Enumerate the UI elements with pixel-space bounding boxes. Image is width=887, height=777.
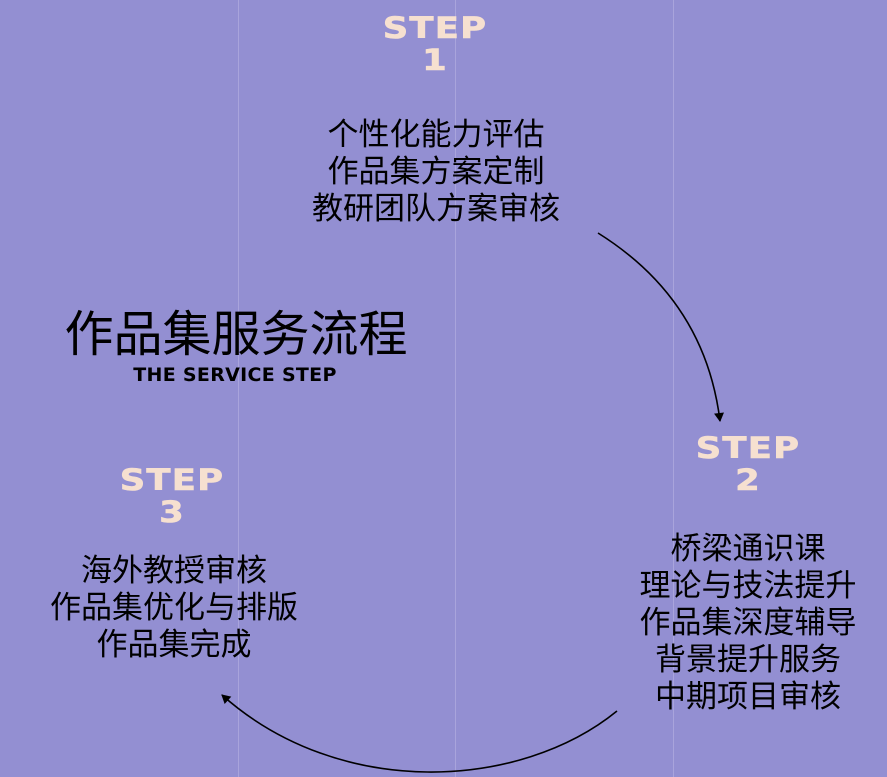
gridline-3: [673, 0, 674, 777]
step-2-number: 2: [735, 463, 761, 497]
step-3-items: 海外教授审核 作品集优化与排版 作品集完成: [24, 553, 324, 664]
step-2-item: 作品集深度辅导: [639, 605, 857, 641]
page-subtitle: THE SERVICE STEP: [133, 364, 337, 386]
step-2-label: STEP: [695, 431, 801, 465]
step-3-item: 海外教授审核: [81, 553, 267, 589]
page-title: 作品集服务流程: [64, 306, 408, 363]
step-1-items: 个性化能力评估 作品集方案定制 教研团队方案审核: [286, 117, 586, 228]
step-1-heading: STEP 1: [362, 11, 508, 77]
arrow-step1-to-step2: [597, 232, 724, 422]
step-2-item: 桥梁通识课: [670, 531, 826, 567]
step-2-item: 理论与技法提升: [639, 568, 857, 604]
step-3-heading: STEP 3: [99, 463, 245, 529]
step-1-item: 作品集方案定制: [327, 154, 545, 190]
step-2-heading: STEP 2: [675, 431, 821, 497]
step-3-item: 作品集优化与排版: [50, 590, 298, 626]
step-1-item: 个性化能力评估: [327, 117, 545, 153]
step-2-item: 背景提升服务: [655, 642, 841, 678]
step-1-item: 教研团队方案审核: [312, 191, 560, 227]
step-2-items: 桥梁通识课 理论与技法提升 作品集深度辅导 背景提升服务 中期项目审核: [617, 531, 879, 716]
step-1-number: 1: [422, 43, 448, 77]
step-1-label: STEP: [382, 11, 488, 45]
step-3-item: 作品集完成: [96, 627, 252, 663]
gridline-2: [455, 0, 456, 777]
step-3-number: 3: [159, 495, 185, 529]
gridline-1: [238, 0, 239, 777]
arrow-step2-to-step3: [221, 694, 618, 773]
step-2-item: 中期项目审核: [655, 679, 841, 715]
step-3-label: STEP: [119, 463, 225, 497]
